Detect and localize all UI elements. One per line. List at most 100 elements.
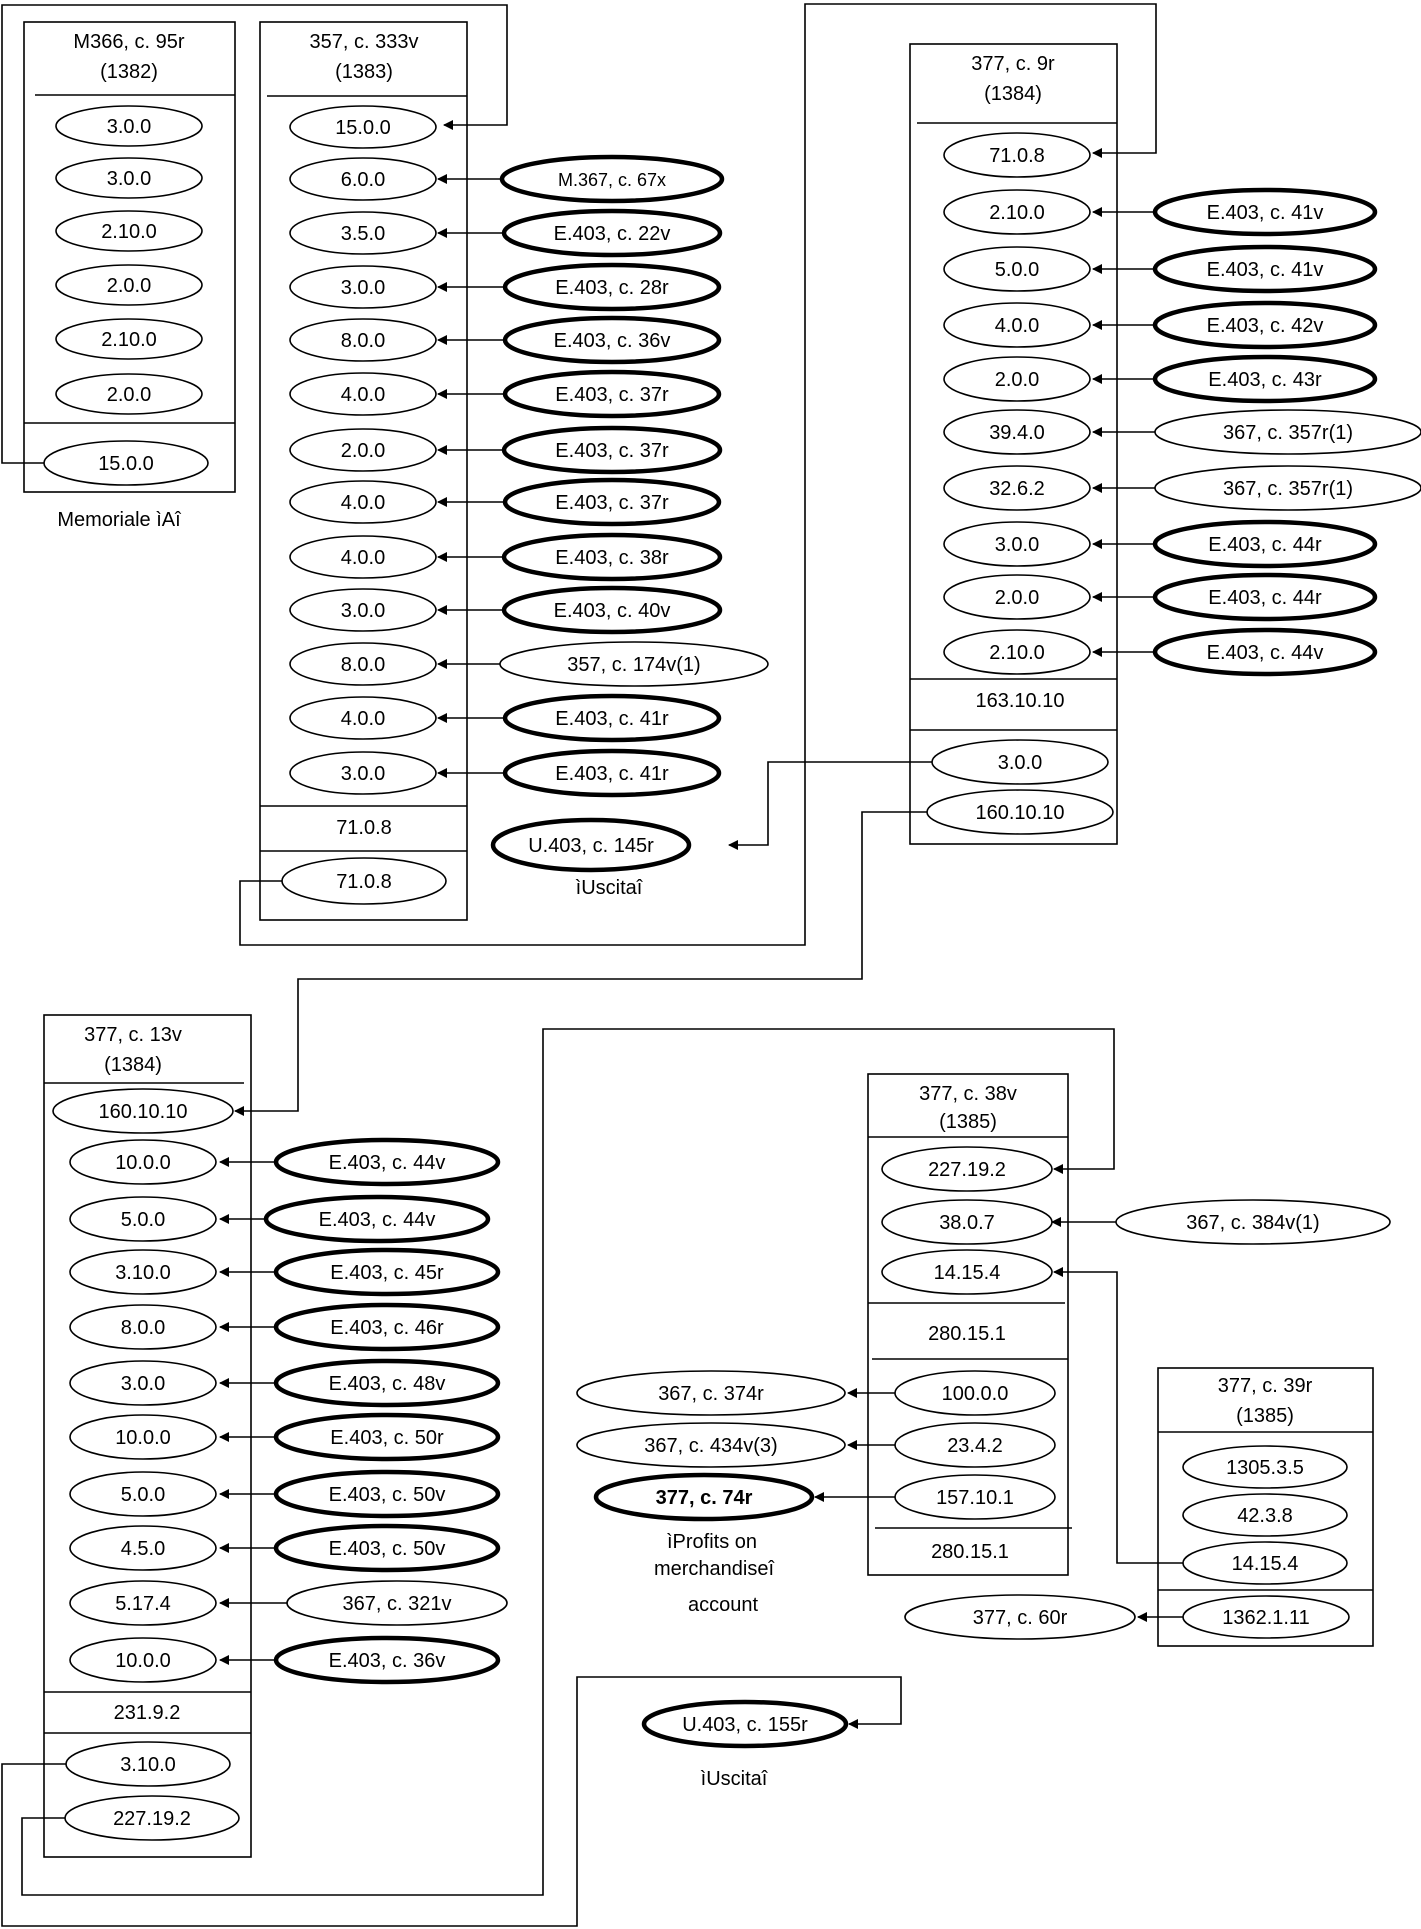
ledger-377-13v-entry-4-label: 8.0.0 (121, 1317, 165, 1339)
source-377-13v-1: E.403, c. 44v (263, 1194, 491, 1244)
ledger-377-9r-entry-6-label: 32.6.2 (989, 478, 1045, 500)
source-377-13v-1-label: E.403, c. 44v (319, 1209, 436, 1231)
ledger-377-13v-entry-8: 4.5.0 (69, 1525, 217, 1571)
ledger-357-entry-2: 3.5.0 (289, 211, 437, 255)
ledger-m366-out-0-ellipse (43, 440, 209, 486)
ledger-377-9r-out-1: 160.10.10 (926, 789, 1114, 835)
caption-profits-3: account (688, 1594, 758, 1616)
ledger-377-13v-total: 231.9.2 (114, 1702, 181, 1724)
source-377-9r-3-label: E.403, c. 43r (1208, 369, 1322, 391)
ledger-377-38v-out-0-label: 100.0.0 (942, 1383, 1009, 1405)
dest-367-434v3: 367, c. 434v(3) (576, 1422, 846, 1468)
ledger-box-357 (259, 21, 468, 921)
ledger-357-entry-3-label: 3.0.0 (341, 277, 385, 299)
ledger-m366-entry-4-ellipse (55, 318, 203, 360)
ledger-m366-head1: M366, c. 95r (73, 31, 185, 53)
dest-u403-155r: U.403, c. 155r (641, 1699, 849, 1749)
ledger-357-out-0: 71.0.8 (281, 857, 447, 905)
ledger-377-13v-entry-1-label: 10.0.0 (115, 1152, 171, 1174)
ledger-377-9r-entry-9-ellipse (943, 629, 1091, 675)
source-357-5-label: E.403, c. 37r (555, 440, 669, 462)
source-357-7-ellipse (501, 532, 723, 582)
ledger-377-39r-entry-2: 14.15.4 (1182, 1541, 1348, 1585)
source-377-9r-7: E.403, c. 44r (1152, 572, 1378, 622)
ledger-357-entry-3-ellipse (289, 265, 437, 309)
ledger-377-38v-out-2-label: 157.10.1 (936, 1487, 1014, 1509)
source-357-2: E.403, c. 28r (502, 262, 722, 312)
source-377-9r-5: 367, c. 357r(1) (1154, 465, 1421, 511)
ledger-377-13v-entry-6: 10.0.0 (69, 1414, 217, 1460)
ledger-357-entry-9-ellipse (289, 588, 437, 632)
source-377-13v-4: E.403, c. 48v (273, 1358, 501, 1408)
ledger-357-entry-0-ellipse (289, 105, 437, 149)
ledger-377-9r-entry-8-ellipse (943, 574, 1091, 620)
source-357-5: E.403, c. 37r (501, 425, 723, 475)
source-357-2-ellipse (502, 262, 722, 312)
ledger-377-38v-entry-2-label: 14.15.4 (934, 1262, 1001, 1284)
ledger-377-9r-entry-5-label: 39.4.0 (989, 422, 1045, 444)
ledger-357-total: 71.0.8 (336, 817, 392, 839)
ledger-377-9r-entry-1: 2.10.0 (943, 189, 1091, 235)
source-357-4-ellipse (502, 369, 722, 419)
ledger-377-9r-entry-3: 4.0.0 (943, 302, 1091, 348)
source-377-13v-9-label: E.403, c. 36v (329, 1650, 446, 1672)
ledger-357-entry-12-ellipse (289, 751, 437, 795)
source-377-9r-4: 367, c. 357r(1) (1154, 409, 1421, 455)
ledger-377-9r-entry-9: 2.10.0 (943, 629, 1091, 675)
ledger-357-entry-12: 3.0.0 (289, 751, 437, 795)
ledger-357-entry-8-ellipse (289, 535, 437, 579)
ledger-377-39r-entry-1-ellipse (1182, 1493, 1348, 1537)
ledger-357-entry-6-label: 2.0.0 (341, 440, 385, 462)
ledger-377-9r-out-0-label: 3.0.0 (998, 752, 1042, 774)
source-377-13v-8-label: 367, c. 321v (343, 1593, 452, 1615)
source-377-13v-2: E.403, c. 45r (273, 1247, 501, 1297)
ledger-m366-out-0-label: 15.0.0 (98, 453, 154, 475)
ledger-357-out-0-ellipse (281, 857, 447, 905)
ledger-377-9r-entry-3-label: 4.0.0 (995, 315, 1039, 337)
source-357-6-ellipse (502, 477, 722, 527)
ledger-377-9r-entry-4-label: 2.0.0 (995, 369, 1039, 391)
ledger-377-13v-out-1-ellipse (64, 1795, 240, 1841)
ledger-377-13v-entry-3: 3.10.0 (69, 1249, 217, 1295)
dest-u403-155r-label: U.403, c. 155r (682, 1714, 808, 1736)
source-357-1-label: E.403, c. 22v (554, 223, 671, 245)
dest-u403-145r-ellipse (490, 817, 692, 873)
ledger-357-entry-3: 3.0.0 (289, 265, 437, 309)
source-377-9r-8-ellipse (1152, 627, 1378, 677)
source-357-3: E.403, c. 36v (502, 315, 722, 365)
caption-uscita-1: ìUscitaî (576, 877, 644, 899)
source-377-9r-0-label: E.403, c. 41v (1207, 202, 1324, 224)
source-377-9r-6-ellipse (1152, 519, 1378, 569)
ledger-m366-entry-4-label: 2.10.0 (101, 329, 157, 351)
ledger-377-39r-entry-0-label: 1305.3.5 (1226, 1457, 1304, 1479)
ledger-377-13v-entry-7: 5.0.0 (69, 1471, 217, 1517)
source-357-11-ellipse (502, 748, 722, 798)
ledger-377-13v-entry-10-label: 10.0.0 (115, 1650, 171, 1672)
ledger-377-9r-entry-2: 5.0.0 (943, 246, 1091, 292)
ledger-m366-entry-3: 2.0.0 (55, 264, 203, 306)
source-357-10-ellipse (502, 693, 722, 743)
source-357-1-ellipse (501, 208, 723, 258)
ledger-377-9r-entry-2-label: 5.0.0 (995, 259, 1039, 281)
ledger-377-13v-entry-3-ellipse (69, 1249, 217, 1295)
ledger-377-9r-entry-0-ellipse (943, 132, 1091, 178)
source-377-9r-5-ellipse (1154, 465, 1421, 511)
ledger-357-entry-11: 4.0.0 (289, 696, 437, 740)
ledger-377-38v-out-0-ellipse (894, 1370, 1056, 1416)
source-357-7-label: E.403, c. 38r (555, 547, 669, 569)
source-377-9r-1-label: E.403, c. 41v (1207, 259, 1324, 281)
dest-u403-155r-ellipse (641, 1699, 849, 1749)
source-377-13v-5: E.403, c. 50r (273, 1412, 501, 1462)
ledger-357-entry-5-ellipse (289, 372, 437, 416)
ledger-377-13v-entry-0: 160.10.10 (52, 1088, 234, 1134)
source-357-10-label: E.403, c. 41r (555, 708, 669, 730)
ledger-357-entry-4: 8.0.0 (289, 318, 437, 362)
connector-377-13v-to-377-38v (21, 1028, 1115, 1896)
ledger-m366-out-0: 15.0.0 (43, 440, 209, 486)
source-377-9r-3-ellipse (1152, 354, 1378, 404)
source-377-9r-4-label: 367, c. 357r(1) (1223, 422, 1353, 444)
ledger-377-9r-entry-8: 2.0.0 (943, 574, 1091, 620)
dest-377-74r-ellipse (593, 1472, 815, 1522)
connector-377-9r-to-u145 (728, 761, 932, 850)
source-357-1: E.403, c. 22v (501, 208, 723, 258)
